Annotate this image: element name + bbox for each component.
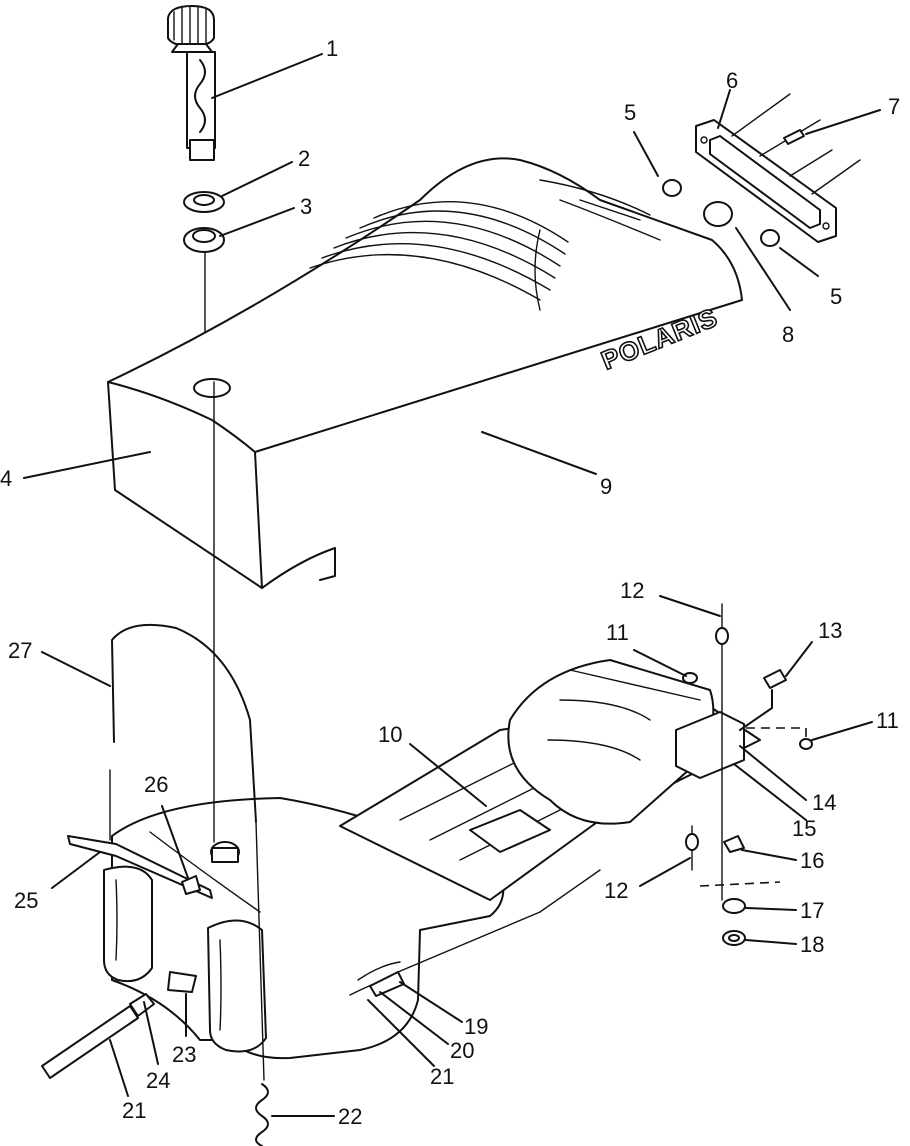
screw-part xyxy=(783,129,805,145)
callout-21-right: 21 xyxy=(430,1064,454,1089)
callout-11-right: 11 xyxy=(876,708,899,733)
callout-26: 26 xyxy=(144,772,168,797)
callout-6: 6 xyxy=(726,68,738,93)
callout-14: 14 xyxy=(812,790,836,815)
callout-17: 17 xyxy=(800,898,824,923)
callout-5-lower: 5 xyxy=(830,284,842,309)
cable-part xyxy=(111,623,257,823)
callout-7: 7 xyxy=(888,94,900,119)
leader-lines xyxy=(23,53,881,1117)
callout-3: 3 xyxy=(300,194,312,219)
fuel-cap-part xyxy=(167,5,216,161)
callout-20: 20 xyxy=(450,1038,474,1063)
seat-cover-part xyxy=(107,157,743,589)
callout-23: 23 xyxy=(172,1042,196,1067)
callout-12-upper: 12 xyxy=(620,578,644,603)
bumper-part xyxy=(703,201,733,227)
rear-bracket-part xyxy=(695,93,861,243)
callout-22: 22 xyxy=(338,1104,362,1129)
callout-12-lower: 12 xyxy=(604,878,628,903)
callout-13: 13 xyxy=(818,618,842,643)
callout-9: 9 xyxy=(600,474,612,499)
fuel-line-parts xyxy=(41,835,601,1146)
callout-15: 15 xyxy=(792,816,816,841)
grommet-part xyxy=(183,227,225,253)
tray-part xyxy=(339,659,761,901)
callout-25: 25 xyxy=(14,888,38,913)
callout-11-upper: 11 xyxy=(606,620,629,645)
callout-5-upper: 5 xyxy=(624,100,636,125)
hardware-parts xyxy=(682,603,813,946)
fuel-tank-part xyxy=(103,797,505,1060)
callout-4: 4 xyxy=(0,466,12,491)
callout-8: 8 xyxy=(782,322,794,347)
callout-18: 18 xyxy=(800,932,824,957)
plastic-rivet-part xyxy=(662,179,780,247)
callout-2: 2 xyxy=(298,146,310,171)
callout-24: 24 xyxy=(146,1068,170,1093)
callout-27: 27 xyxy=(8,638,32,663)
callout-16: 16 xyxy=(800,848,824,873)
callout-10: 10 xyxy=(378,722,402,747)
callout-labels: 1 2 3 4 5 5 6 7 8 9 10 11 11 12 12 13 14… xyxy=(0,36,900,1129)
callout-19: 19 xyxy=(464,1014,488,1039)
assembly-line-cable xyxy=(109,769,265,1081)
callout-1: 1 xyxy=(326,36,338,61)
washer-part xyxy=(183,191,225,213)
callout-21-left: 21 xyxy=(122,1098,146,1123)
